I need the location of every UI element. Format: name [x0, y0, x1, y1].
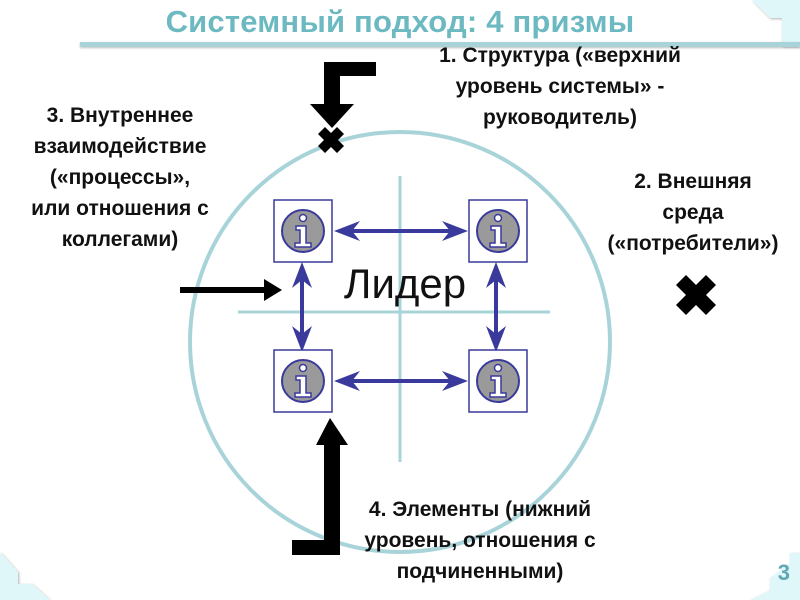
info-icon — [281, 209, 325, 253]
corner-decoration-bottom-left — [0, 552, 50, 600]
arrow-elements-up — [292, 418, 348, 555]
info-icon — [476, 209, 520, 253]
prism-structure-label: 1. Структура («верхний уровень системы» … — [439, 44, 681, 129]
cross-icon — [676, 275, 716, 315]
leader-label: Лидер — [343, 260, 467, 307]
cross-icon — [318, 127, 344, 153]
arrow-internal-right — [180, 279, 282, 301]
connectors — [292, 221, 506, 391]
prism-internal-label: 3. Внутреннее взаимодействие («процессы»… — [31, 104, 209, 251]
node-bottom-right — [468, 349, 528, 413]
info-icon — [476, 359, 520, 403]
page-number: 3 — [777, 560, 790, 585]
connector-bottom — [334, 371, 468, 391]
system-circle — [188, 130, 612, 554]
title-divider — [80, 42, 800, 47]
corner-decoration-top-right — [752, 0, 800, 46]
node-top-left — [273, 199, 333, 263]
connector-top — [334, 221, 468, 241]
node-top-right — [468, 199, 528, 263]
node-bottom-left — [273, 349, 333, 413]
connector-right — [486, 262, 506, 352]
arrow-structure-down — [310, 62, 376, 128]
prism-elements-label: 4. Элементы (нижний уровень, отношения с… — [364, 498, 596, 583]
slide-title: Системный подход: 4 призмы — [165, 4, 635, 39]
corner-decoration-bottom-right — [750, 553, 800, 600]
info-icon — [281, 359, 325, 403]
prism-external-label: 2. Внешняя среда («потребители») — [607, 170, 779, 255]
connector-left — [292, 262, 312, 352]
